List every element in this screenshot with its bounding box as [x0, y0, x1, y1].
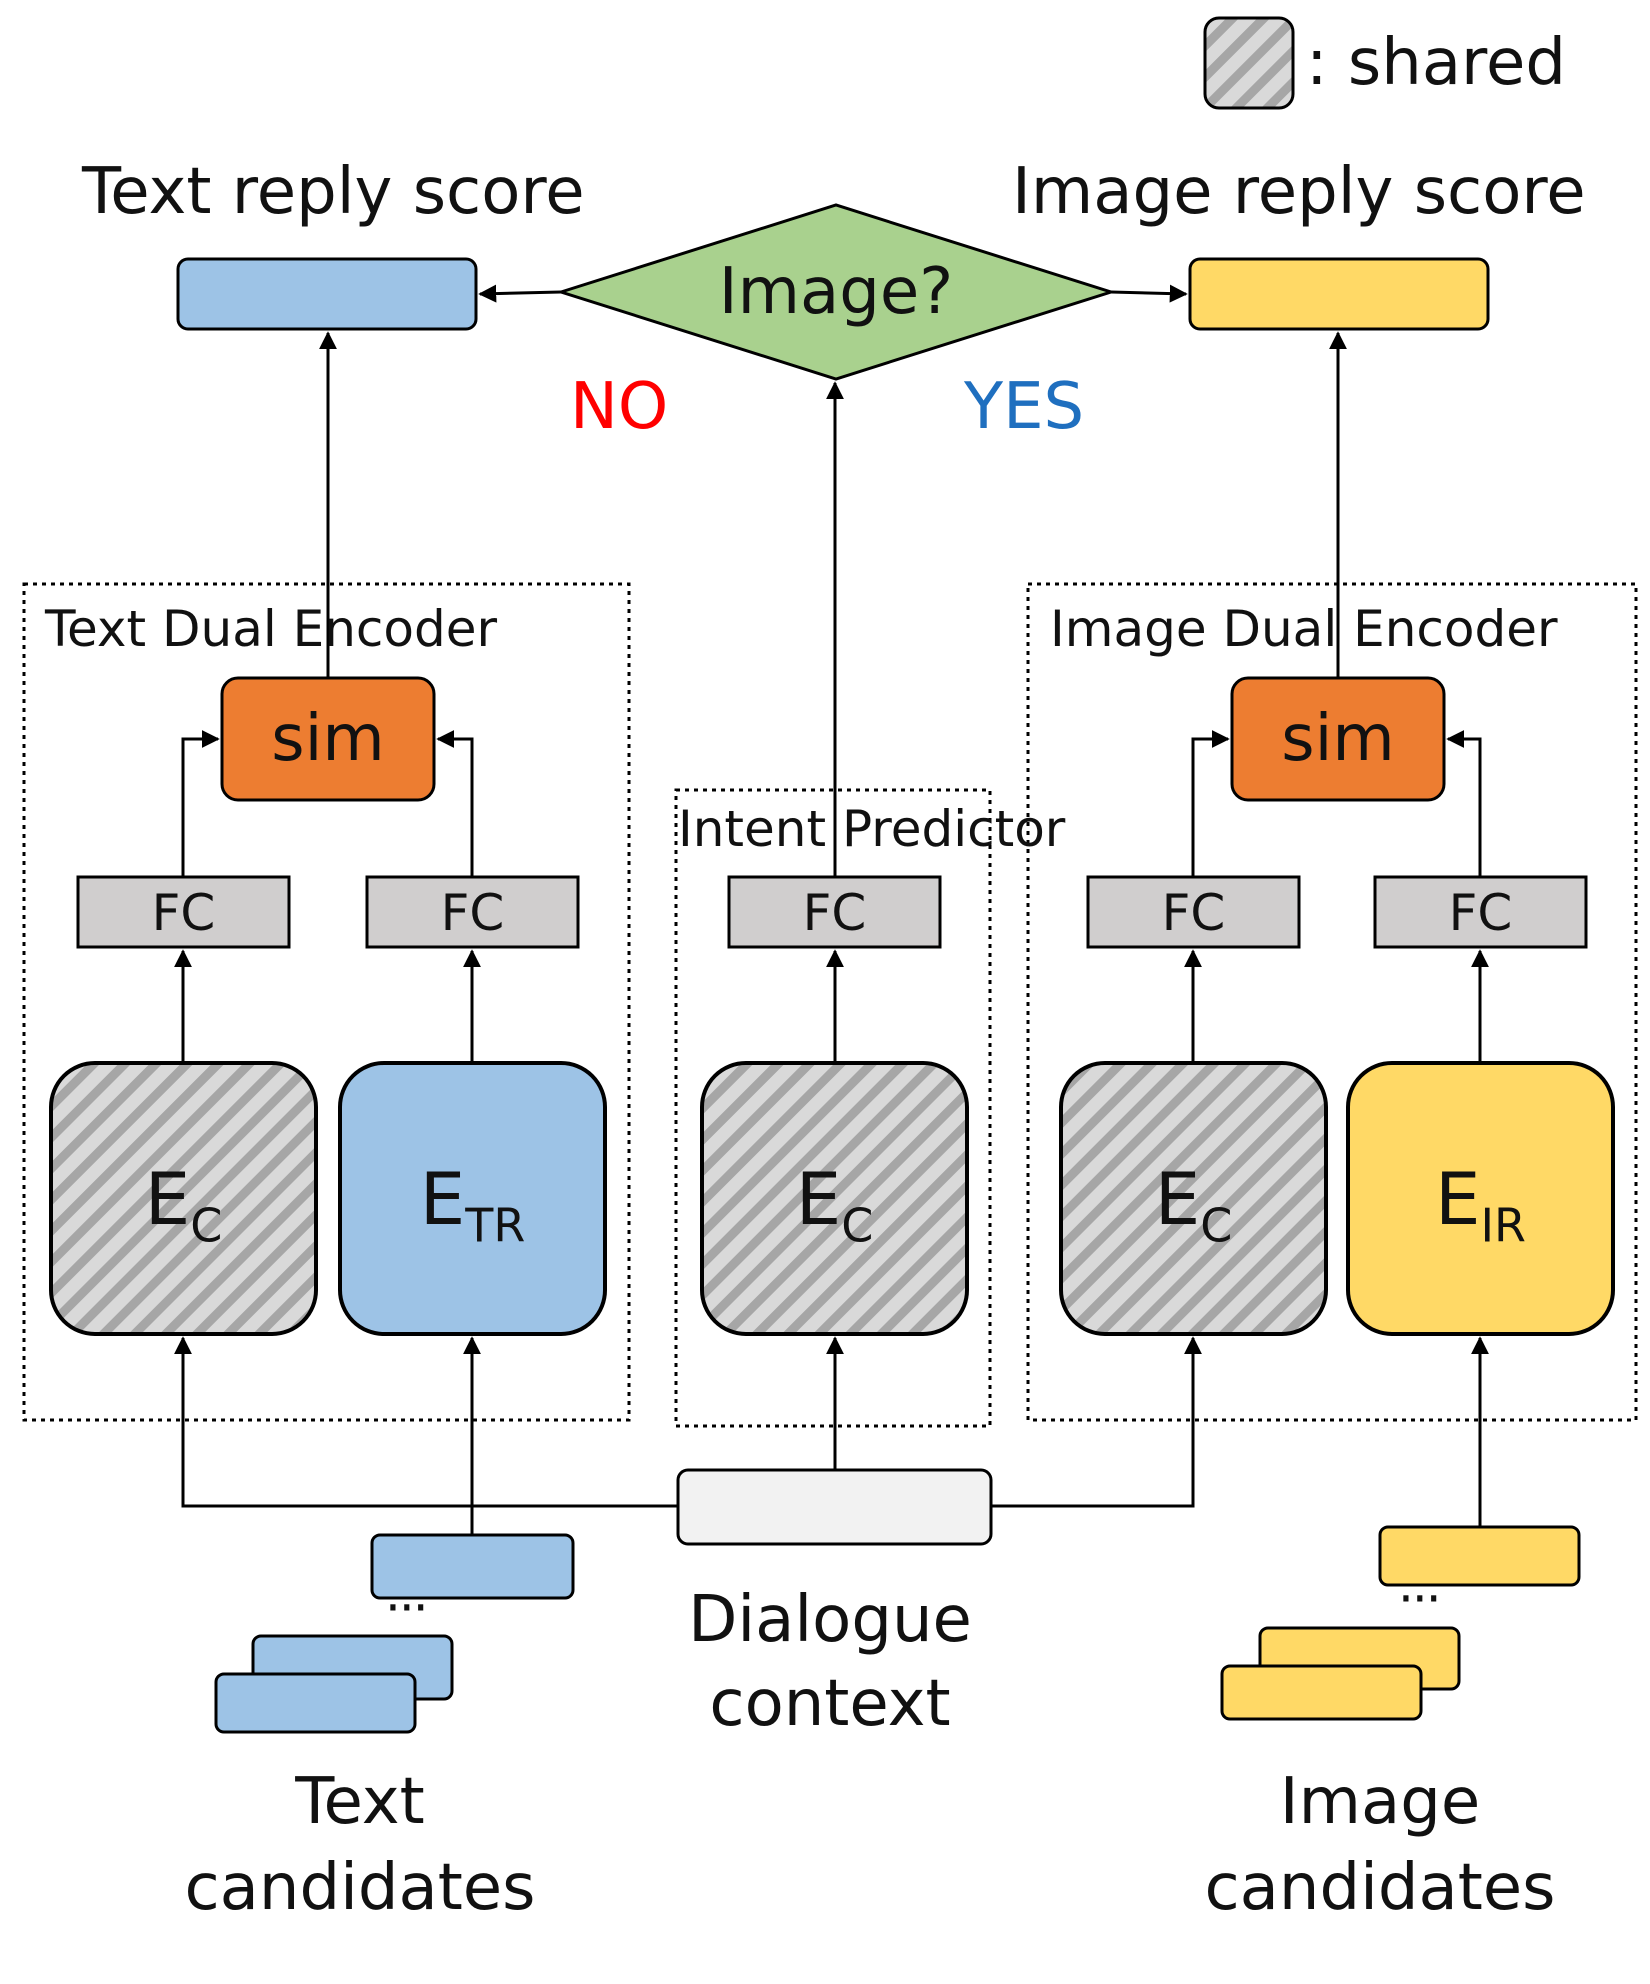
- text-candidates-ellipsis: ···: [385, 1579, 429, 1637]
- legend-shared-label: : shared: [1306, 26, 1566, 100]
- image-sim-label: sim: [1281, 702, 1395, 776]
- dialogue-context-box: [676, 1468, 993, 1546]
- fc-box-text-reply: [365, 875, 580, 949]
- image-reply-score-label: Image reply score: [1012, 155, 1586, 229]
- image-candidates-ellipsis: ···: [1398, 1570, 1442, 1628]
- connector-arrows: [174, 284, 1489, 1535]
- image-dual-encoder-title: Image Dual Encoder: [1050, 600, 1558, 658]
- text-reply-score-label: Text reply score: [82, 155, 585, 229]
- dialogue-context-caption-line1: Dialogue: [688, 1583, 972, 1657]
- no-label: NO: [570, 370, 669, 444]
- text-candidates-caption-line2: candidates: [184, 1851, 536, 1925]
- fc-label-text-context: FC: [151, 884, 216, 942]
- image-dual-encoder-frame: [1026, 582, 1638, 1422]
- dialogue-context-caption-line2: context: [709, 1667, 951, 1741]
- yes-label: YES: [964, 370, 1085, 444]
- encoder-label-context-image: EC: [1154, 1157, 1233, 1253]
- decision-label: Image?: [718, 255, 954, 329]
- image-reply-score-bar: [1188, 257, 1490, 331]
- fc-label-image-context: FC: [1161, 884, 1226, 942]
- text-candidate-front: [214, 1672, 417, 1734]
- intent-predictor-title: Intent Predictor: [678, 800, 1066, 858]
- text-reply-score-bar: [176, 257, 478, 331]
- fc-label-image-reply: FC: [1448, 884, 1513, 942]
- encoder-label-context-intent: EC: [795, 1157, 874, 1253]
- encoder-label-context-text: EC: [144, 1157, 223, 1253]
- fc-label-text-reply: FC: [440, 884, 505, 942]
- encoder-label-text-reply: ETR: [419, 1157, 526, 1253]
- image-candidate-front: [1220, 1664, 1423, 1721]
- image-candidates-caption-line1: Image: [1279, 1765, 1481, 1839]
- fc-box-text-context: [76, 875, 291, 949]
- legend-shared-swatch: [1203, 16, 1295, 110]
- text-candidates-caption-line1: Text: [295, 1765, 425, 1839]
- encoder-label-image-reply: EIR: [1434, 1157, 1527, 1253]
- image-candidates-caption-line2: candidates: [1204, 1851, 1556, 1925]
- fc-box-intent: [727, 875, 942, 949]
- text-dual-encoder-title: Text Dual Encoder: [45, 600, 498, 658]
- intent-predictor-frame: [674, 788, 992, 1428]
- fc-label-intent: FC: [802, 884, 867, 942]
- text-sim-label: sim: [271, 702, 385, 776]
